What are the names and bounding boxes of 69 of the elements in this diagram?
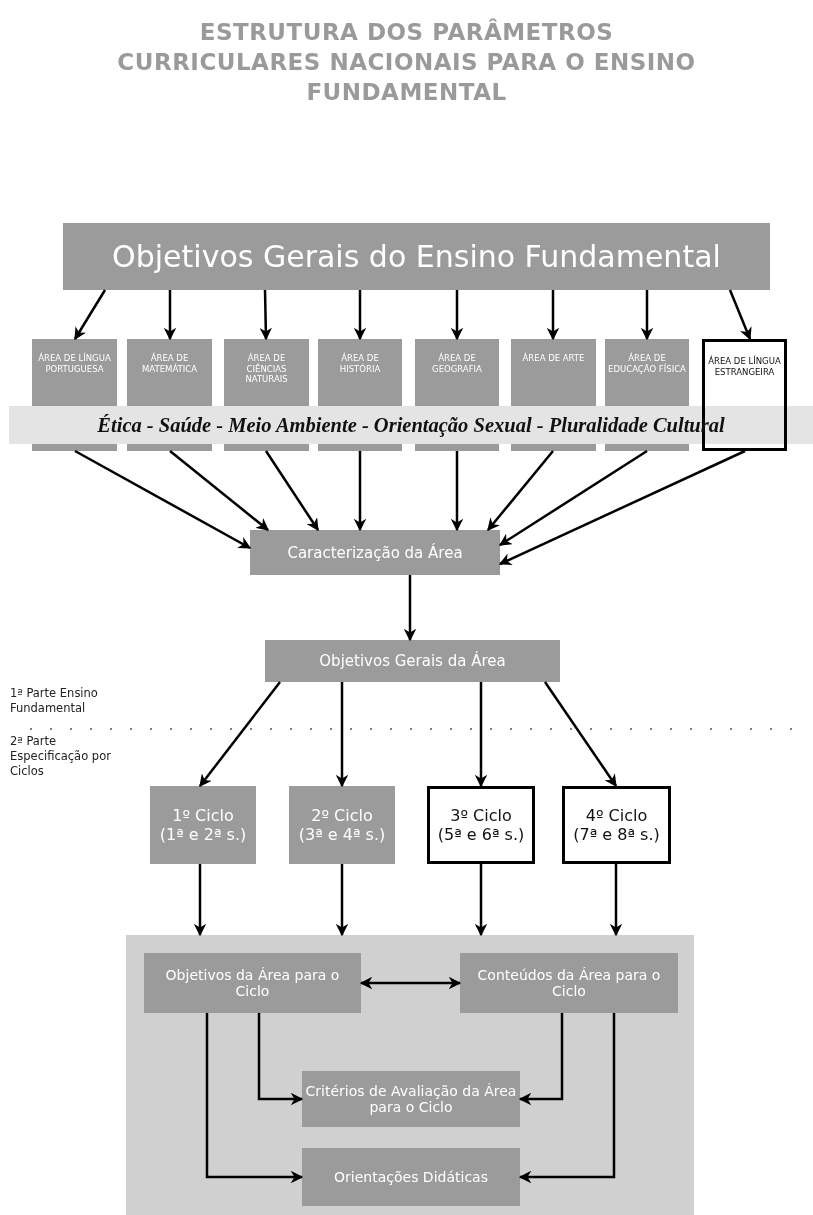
box-sublabel: (5ª e 6ª s.) — [436, 825, 526, 844]
arrow — [264, 450, 320, 532]
box-label: ÁREA DE LÍNGUA PORTUGUESA — [37, 353, 112, 375]
process-box — [289, 786, 395, 864]
box-label: Orientações Didáticas — [333, 1169, 489, 1185]
box-label: 4º Ciclo — [584, 806, 649, 825]
process-box — [63, 223, 770, 290]
arrow — [546, 290, 560, 341]
arrow — [193, 864, 207, 937]
arrow — [163, 290, 177, 341]
box-sublabel: (1ª e 2ª s.) — [158, 825, 248, 844]
process-box — [562, 786, 671, 864]
arrow — [543, 681, 618, 788]
box-label: 2º Ciclo — [310, 806, 374, 825]
process-box — [302, 1071, 520, 1127]
process-box — [460, 953, 678, 1013]
arrow — [518, 1013, 616, 1184]
arrow — [353, 290, 367, 341]
arrow — [498, 449, 648, 547]
arrow — [199, 681, 281, 787]
box-sublabel: (7ª e 8ª s.) — [572, 825, 661, 844]
arrow — [450, 290, 464, 341]
arrow — [518, 1013, 564, 1106]
box-label: Conteúdos da Área para o Ciclo — [476, 967, 662, 999]
arrow — [640, 290, 654, 341]
arrow — [335, 682, 349, 788]
arrow — [259, 289, 272, 341]
box-label: ÁREA DE GEOGRAFIA — [431, 353, 483, 375]
section-label: 1ª Parte Ensino Fundamental — [10, 686, 99, 716]
process-box — [265, 640, 560, 682]
section-label: 2ª Parte Especificação por Ciclos — [10, 734, 112, 779]
arrow — [403, 575, 417, 642]
arrow — [450, 451, 464, 532]
diagram-title: ESTRUTURA DOS PARÂMETROS CURRICULARES NACIONAIS PARA O ENSINO FUNDAMENTAL — [116, 18, 697, 107]
process-box — [427, 786, 535, 864]
box-label: 3º Ciclo — [449, 806, 513, 825]
box-label: 1º Ciclo — [171, 806, 235, 825]
arrow — [359, 976, 462, 990]
arrow — [609, 864, 623, 937]
process-box — [144, 953, 361, 1013]
box-label: ÁREA DE MATEMÁTICA — [141, 353, 198, 375]
box-label: Objetivos Gerais do Ensino Fundamental — [111, 239, 722, 274]
box-label: ÁREA DE ARTE — [521, 353, 586, 364]
box-label: Objetivos da Área para o Ciclo — [164, 967, 341, 999]
box-label: ÁREA DE LÍNGUA ESTRANGEIRA — [707, 356, 782, 378]
box-sublabel: (3ª e 4ª s.) — [297, 825, 387, 844]
arrow — [73, 289, 107, 341]
box-label: Caracterização da Área — [286, 543, 464, 562]
arrow — [74, 449, 252, 550]
arrow — [353, 451, 367, 532]
arrow — [728, 289, 752, 341]
box-label: ÁREA DE CIÊNCIAS NATURAIS — [244, 353, 289, 385]
arrow — [205, 1013, 304, 1184]
arrow — [169, 450, 269, 531]
arrow — [257, 1013, 304, 1106]
arrow — [498, 449, 746, 566]
process-box — [150, 786, 256, 864]
process-box — [302, 1148, 520, 1206]
box-label: ÁREA DE HISTÓRIA — [338, 353, 382, 375]
group-panel — [126, 935, 694, 1215]
box-label: ÁREA DE EDUCAÇÃO FÍSICA — [607, 353, 687, 375]
arrow — [487, 450, 554, 531]
process-box — [250, 530, 500, 575]
arrow — [335, 864, 349, 937]
arrow — [474, 682, 488, 788]
arrow — [474, 864, 488, 937]
box-label: Critérios de Avaliação da Área para o Ciclo — [304, 1083, 518, 1115]
box-label: Objetivos Gerais da Área — [318, 652, 507, 670]
theme-band — [9, 406, 813, 444]
